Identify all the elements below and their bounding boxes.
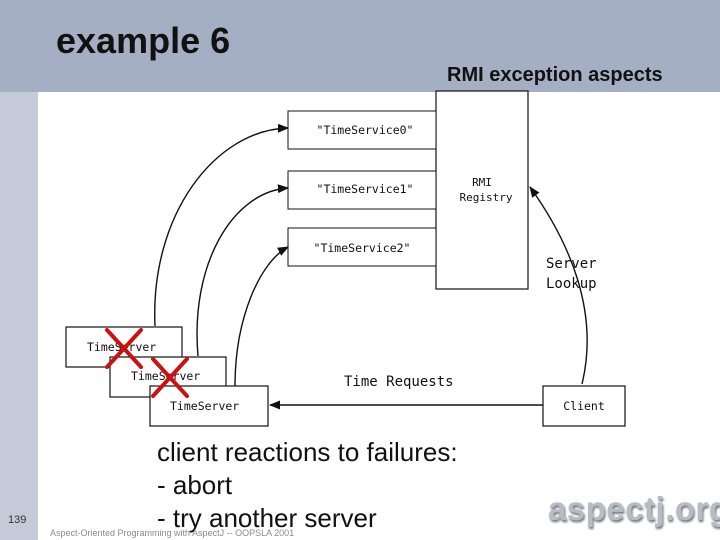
service-box-1 (287, 170, 437, 210)
registry-box (435, 90, 529, 290)
server-label-1: TimeServer (131, 369, 200, 383)
body-line: - try another server (157, 503, 377, 533)
header-band (0, 0, 720, 92)
client-box (542, 385, 626, 427)
aspectj-logo: aspectj.org (548, 490, 720, 527)
slide-subtitle: RMI exception aspects (447, 64, 663, 86)
server-box-2 (149, 385, 269, 427)
server-lookup-line1: Server (546, 256, 597, 272)
client-label: Client (563, 399, 605, 413)
lookup-arc (529, 186, 588, 385)
failure-x-icon (151, 357, 189, 398)
body-line: client reactions to failures: (157, 437, 458, 467)
failure-x-icon (105, 328, 143, 369)
server-label-2: TimeServer (170, 399, 239, 413)
body-line: - abort (157, 470, 233, 500)
slide-title: example 6 (56, 20, 231, 61)
server-lookup-line2: Lookup (546, 276, 597, 292)
registry-label-line1: RMI (472, 176, 492, 189)
register-arc-0 (154, 123, 290, 327)
time-requests-label: Time Requests (344, 374, 454, 390)
service-label-1: "TimeService1" (317, 182, 414, 196)
failure-reactions-text: client reactions to failures: - abort - … (157, 436, 458, 535)
register-arc-2 (234, 246, 289, 387)
registry-label-line2: Registry (460, 191, 513, 204)
footer-text: Aspect-Oriented Programming with AspectJ… (50, 528, 295, 538)
left-band (0, 92, 38, 540)
service-label-2: "TimeService2" (314, 241, 411, 255)
page-number: 139 (8, 514, 27, 526)
register-arc-1 (196, 184, 290, 357)
service-label-0: "TimeService0" (317, 123, 414, 137)
